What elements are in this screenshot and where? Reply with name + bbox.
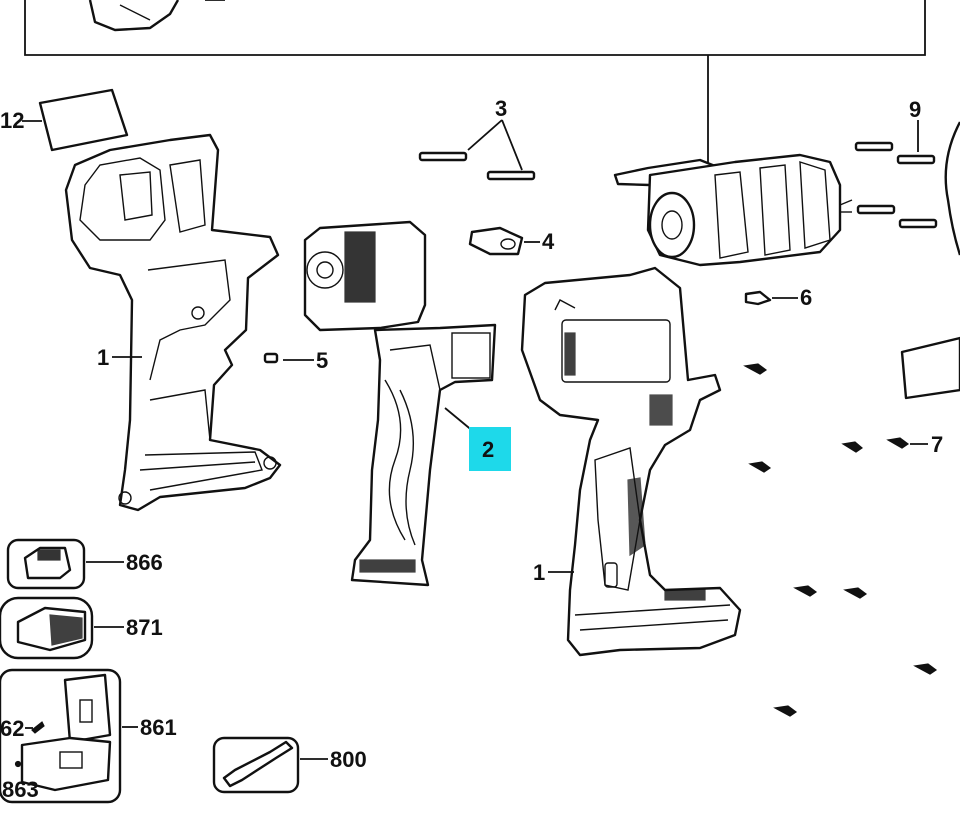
callout-12: 12 — [0, 108, 24, 133]
callout-7: 7 — [931, 432, 943, 457]
part-62-863-bits — [14, 721, 45, 768]
part-861-case — [0, 668, 138, 804]
callout-1-right: 1 — [533, 560, 545, 585]
partial-part-right-edge — [944, 121, 960, 256]
callout-866: 866 — [126, 550, 163, 575]
callout-1-left: 1 — [97, 345, 109, 370]
callout-861: 861 — [140, 715, 177, 740]
part-6-nut — [744, 290, 798, 306]
part-4-clip — [468, 226, 540, 256]
part-1-left-housing — [64, 133, 282, 512]
part-800-tool — [212, 736, 328, 794]
part-2-motor-switch — [303, 220, 497, 587]
part-2-highlight — [469, 427, 511, 471]
callout-9: 9 — [909, 97, 921, 122]
callout-800: 800 — [330, 747, 367, 772]
gearbox-chuck — [613, 153, 853, 267]
callout-62: 62 — [0, 716, 24, 741]
callout-2: 2 — [482, 437, 494, 462]
part-866-battery — [6, 538, 124, 590]
part-9-screws — [854, 120, 938, 229]
callout-871: 871 — [126, 615, 163, 640]
assembly-frame — [24, 0, 926, 165]
label-sticker-right — [900, 336, 960, 400]
callout-5: 5 — [316, 348, 328, 373]
part-1-right-housing — [520, 266, 742, 657]
callout-3: 3 — [495, 96, 507, 121]
callout-4: 4 — [542, 229, 555, 254]
part-7-screws — [743, 363, 938, 717]
part-5-pin — [263, 352, 314, 364]
callout-6: 6 — [800, 285, 812, 310]
callout-863: 863 — [2, 777, 39, 802]
part-3-pins — [418, 119, 536, 181]
part-12-label — [22, 88, 129, 152]
part-871-charger — [0, 596, 124, 660]
